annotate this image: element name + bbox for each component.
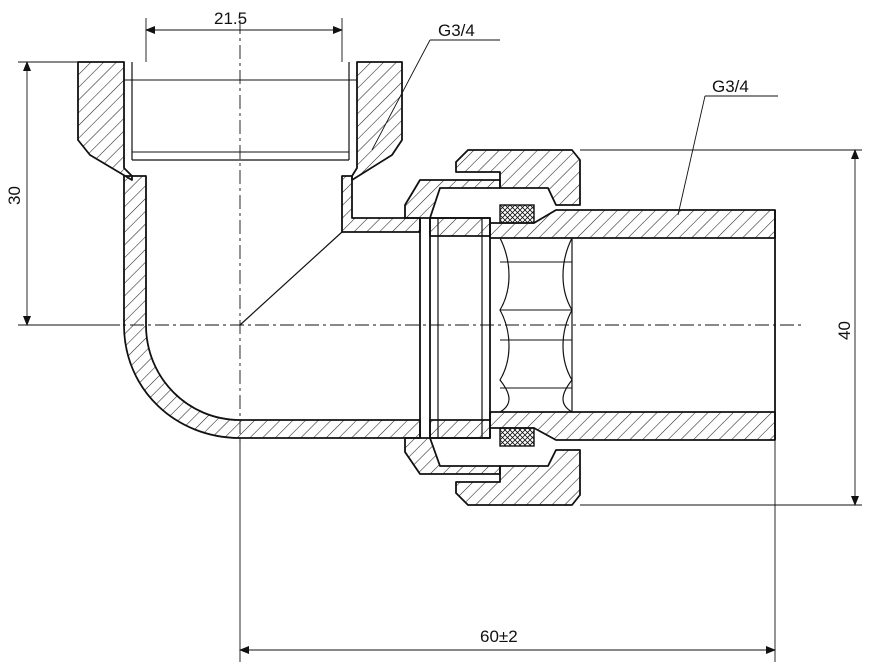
callout-upper-label: G3/4: [438, 21, 475, 40]
dim-30-label: 30: [5, 186, 24, 205]
flange-hatch-upper: [429, 217, 491, 237]
callout-right-leader: [677, 95, 706, 216]
tailpiece-flange: [429, 217, 491, 439]
union-nut-lower: [455, 449, 581, 506]
dim-21-5-label: 21.5: [214, 9, 247, 28]
socket-wall-left: [77, 61, 133, 181]
elbow-inner-diagonal: [239, 231, 343, 326]
bore-scallop-left: [499, 237, 510, 413]
elbow-body-wall: [123, 175, 421, 439]
dim-60-label: 60±2: [480, 627, 518, 646]
union-collar-upper: [404, 179, 501, 219]
callout-right-label: G3/4: [712, 77, 749, 96]
bore-scallop-right: [562, 237, 573, 413]
dim-40-label: 40: [835, 321, 854, 340]
flange-hatch-lower: [429, 419, 491, 439]
callout-upper-leader: [371, 39, 431, 151]
union-collar-lower: [404, 437, 501, 475]
gasket-lower: [499, 427, 535, 447]
gasket-upper: [499, 204, 535, 224]
socket-wall-right: [351, 61, 403, 181]
union-nut-upper: [455, 149, 581, 206]
